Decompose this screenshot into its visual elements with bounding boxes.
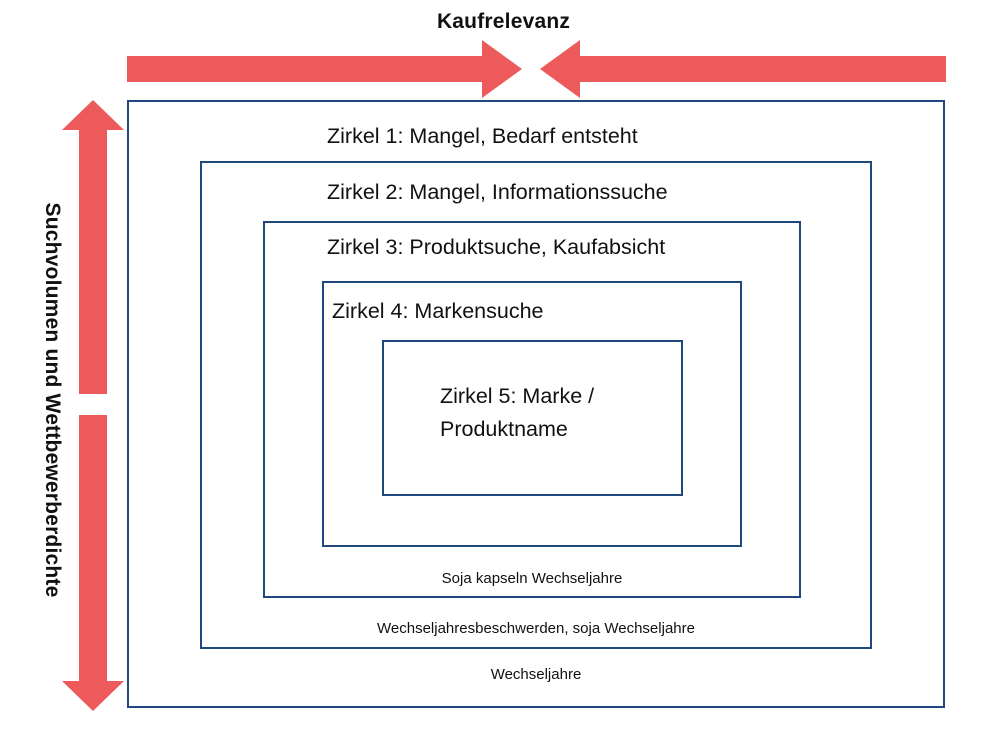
circle-2-label: Zirkel 2: Mangel, Informationssuche	[327, 180, 668, 204]
circle-5-box	[382, 340, 683, 496]
circle-2-box	[200, 161, 872, 649]
arrow-up-icon	[62, 100, 124, 394]
circle-4-box	[322, 281, 742, 547]
diagram-title: Kaufrelevanz	[436, 10, 571, 33]
arrow-down-icon	[62, 415, 124, 711]
arrow-right-icon	[127, 40, 522, 98]
circle-5-label-line-1: Zirkel 5: Marke /	[440, 384, 595, 408]
circle-3-keyword: Soja kapseln Wechseljahre	[441, 570, 623, 587]
circle-5-label: Zirkel 5: Marke / Produktname	[440, 380, 594, 446]
circle-4-label: Zirkel 4: Markensuche	[332, 299, 544, 323]
circle-2-keyword: Wechseljahresbeschwerden, soja Wechselja…	[377, 620, 695, 637]
vertical-axis-label: Suchvolumen und Wettbewerberdichte	[41, 202, 64, 598]
arrow-left-icon	[540, 40, 946, 98]
circle-1-label: Zirkel 1: Mangel, Bedarf entsteht	[327, 124, 638, 148]
circle-3-box	[263, 221, 801, 598]
circle-5-label-line-2: Produktname	[440, 417, 568, 441]
circle-1-keyword: Wechseljahre	[490, 666, 582, 683]
circle-1-box	[127, 100, 945, 708]
circle-3-label: Zirkel 3: Produktsuche, Kaufabsicht	[327, 235, 666, 259]
